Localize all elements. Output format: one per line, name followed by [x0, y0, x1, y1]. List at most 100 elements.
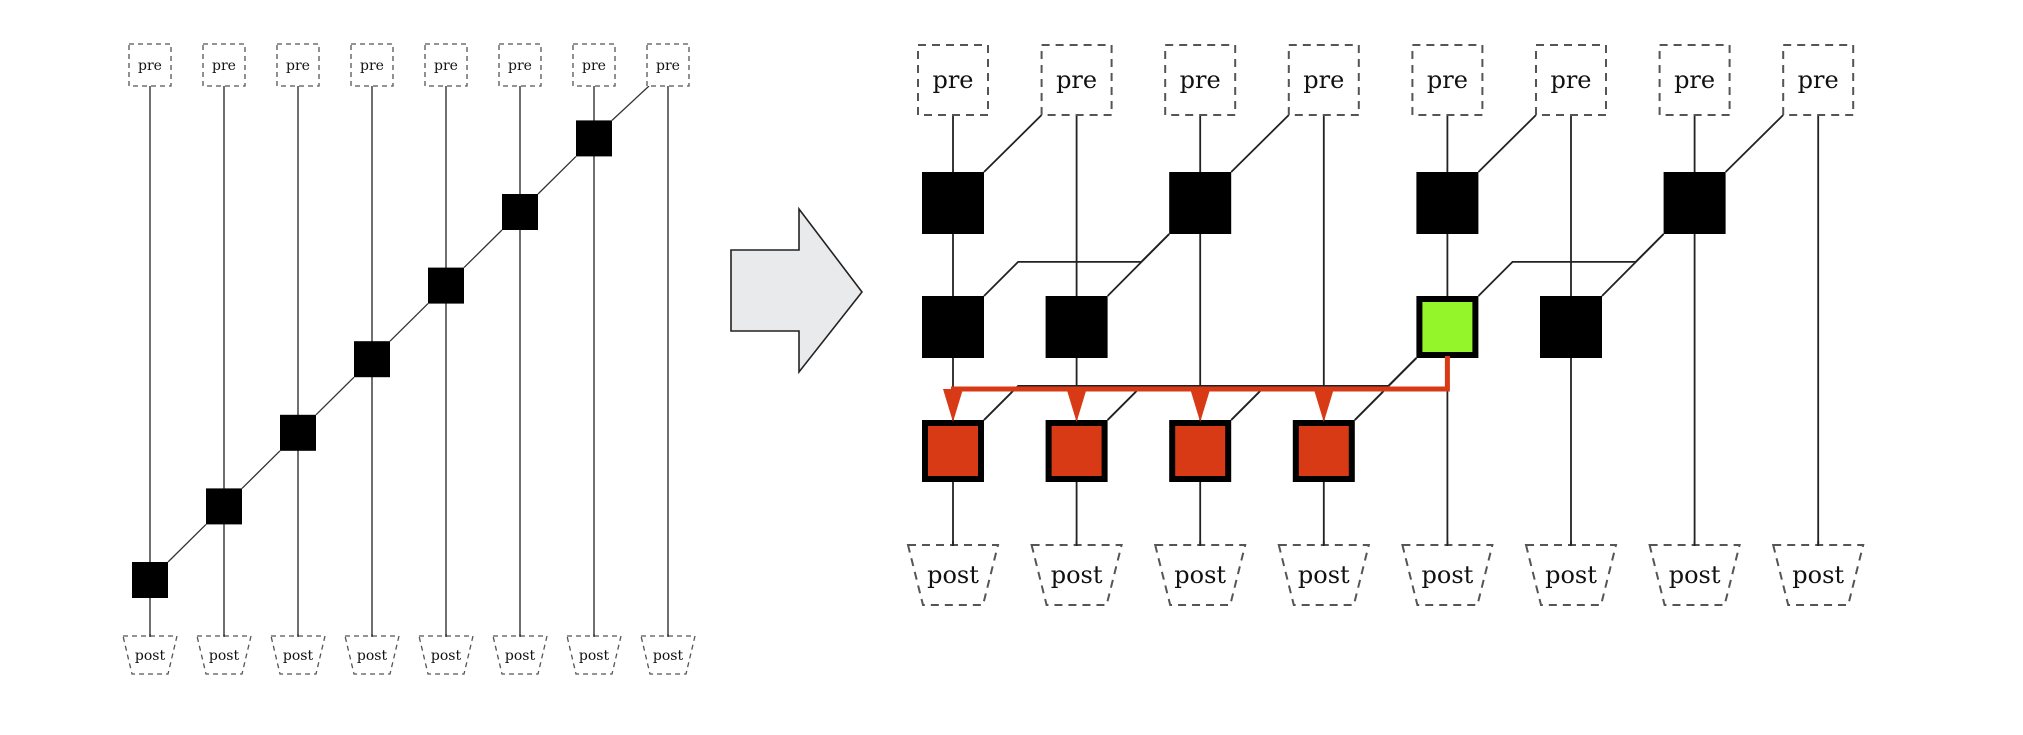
broadcast-arrowhead [1190, 389, 1211, 422]
post-output-box [1030, 544, 1123, 606]
operator-node [132, 562, 168, 598]
broadcast-arrowhead [1066, 389, 1087, 422]
post-label: post [1174, 561, 1226, 589]
post-label: post [209, 648, 240, 664]
broadcast-target-node [922, 420, 984, 482]
post-output-box [492, 635, 548, 675]
parallel-prefix-network: pre post pre post pre post pre post pre post pre po… [906, 44, 1865, 606]
post-label: post [1545, 561, 1597, 589]
post-label: post [927, 561, 979, 589]
right-arrow-icon [730, 206, 864, 375]
post-label: post [431, 648, 462, 664]
pre-label: pre [1798, 66, 1839, 94]
operator-node [1045, 296, 1108, 358]
operator-node [502, 194, 538, 230]
operator-node [354, 341, 390, 378]
broadcast-source-node [1416, 296, 1479, 358]
pre-input-box [1040, 44, 1113, 116]
pre-input-box [276, 43, 320, 87]
broadcast-target-node [1045, 420, 1108, 482]
post-output-box [906, 544, 1000, 606]
pre-input-box [202, 43, 246, 87]
carry-wire [241, 450, 281, 489]
pre-label: pre [286, 58, 310, 74]
pre-input-box [1411, 44, 1484, 116]
operator-node [1416, 172, 1479, 234]
post-output-box [418, 635, 474, 675]
pre-label: pre [656, 58, 680, 74]
post-output-box [270, 635, 326, 675]
post-output-box [344, 635, 400, 675]
post-output-box [1153, 544, 1247, 606]
pre-input-box [572, 43, 616, 87]
post-output-box [122, 635, 178, 675]
operator-node [1663, 172, 1726, 234]
post-label: post [135, 648, 166, 664]
broadcast-target-node [1169, 420, 1232, 482]
pre-label: pre [1674, 66, 1715, 94]
broadcast-target-node [1292, 420, 1355, 482]
operator-node [1169, 172, 1232, 234]
post-label: post [283, 648, 314, 664]
post-label: post [505, 648, 536, 664]
operator-node [206, 488, 242, 525]
post-label: post [357, 648, 388, 664]
pre-input-box [1164, 44, 1237, 116]
pre-input-box [350, 43, 394, 87]
operator-node [1540, 296, 1602, 358]
post-output-box [196, 635, 252, 675]
pre-input-box [498, 43, 542, 87]
feed-wire [1601, 233, 1665, 297]
post-label: post [653, 648, 684, 664]
feed-stub [1354, 391, 1384, 421]
pre-input-box [128, 43, 172, 87]
transform-arrow [730, 206, 864, 375]
post-output-box [1401, 544, 1494, 606]
carry-wire [167, 523, 207, 563]
pre-input-box [424, 43, 468, 87]
pre-input-box [1782, 44, 1855, 116]
feed-wire [1477, 114, 1537, 173]
carry-wire [315, 376, 355, 416]
pre-label: pre [1303, 66, 1344, 94]
broadcast-bus [951, 356, 1450, 392]
post-label: post [1422, 561, 1474, 589]
broadcast-arrowhead [943, 389, 963, 422]
pre-label: pre [1056, 66, 1097, 94]
feed-stub [1230, 391, 1260, 421]
post-output-box [1277, 544, 1371, 606]
feed-wire [1230, 114, 1290, 173]
pre-input-box [646, 43, 690, 87]
post-output-box [1771, 544, 1865, 606]
carry-wire [463, 229, 503, 269]
operator-node [922, 172, 984, 234]
post-label: post [579, 648, 610, 664]
serial-prefix-network: pre post pre post pre post pre post pre post pre po… [122, 43, 696, 675]
post-output-box [1524, 544, 1618, 606]
feed-stub [983, 391, 1013, 421]
post-label: post [1669, 561, 1721, 589]
pre-label: pre [932, 66, 973, 94]
pre-label: pre [434, 58, 458, 74]
pre-label: pre [582, 58, 606, 74]
pre-label: pre [1180, 66, 1221, 94]
carry-wire [389, 303, 429, 342]
feed-stub [1106, 391, 1137, 421]
pre-label: pre [138, 58, 162, 74]
pre-input-box [1658, 44, 1731, 116]
pre-label: pre [212, 58, 236, 74]
post-output-box [640, 635, 696, 675]
feed-wire [1724, 114, 1784, 173]
post-label: post [1792, 561, 1844, 589]
carry-wire [537, 155, 577, 195]
pre-label: pre [1427, 66, 1468, 94]
pre-label: pre [1550, 66, 1591, 94]
pre-input-box [1287, 44, 1360, 116]
post-label: post [1051, 561, 1103, 589]
broadcast-arrowhead [1313, 389, 1334, 422]
operator-node [922, 296, 984, 358]
feed-wire [1106, 233, 1170, 297]
pre-input-box [1535, 44, 1607, 116]
operator-node [280, 414, 316, 451]
